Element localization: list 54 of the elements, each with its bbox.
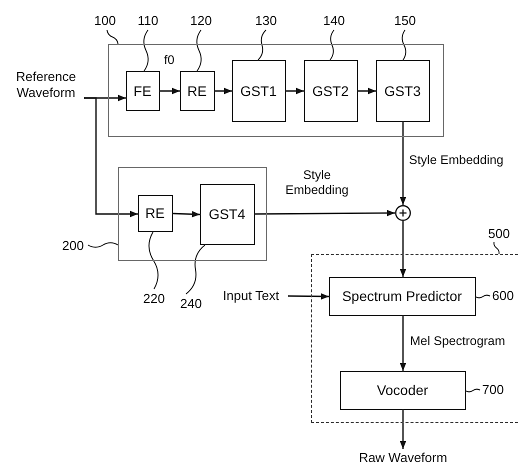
process-box: RE bbox=[180, 70, 214, 110]
process-box: Spectrum Predictor bbox=[328, 276, 476, 316]
arrow bbox=[160, 88, 180, 94]
callout-number: 130 bbox=[251, 10, 281, 30]
process-box: GST2 bbox=[304, 60, 358, 122]
arrow bbox=[358, 88, 376, 94]
arrow bbox=[400, 316, 406, 371]
module-frame bbox=[311, 254, 518, 423]
module-frame bbox=[108, 44, 444, 137]
process-box: GST3 bbox=[376, 60, 430, 122]
arrow bbox=[400, 221, 406, 277]
callout-number: 600 bbox=[490, 286, 516, 304]
callout-number: 150 bbox=[390, 10, 420, 30]
arrow bbox=[400, 122, 406, 205]
module-frame bbox=[118, 167, 267, 261]
arrow bbox=[288, 293, 329, 300]
callout-number: 500 bbox=[484, 224, 514, 242]
callout-number: 120 bbox=[186, 10, 216, 30]
callout-number: 700 bbox=[480, 380, 506, 398]
process-box: FE bbox=[126, 70, 160, 110]
callout-number: 100 bbox=[90, 10, 120, 30]
summing-junction bbox=[395, 205, 411, 221]
arrow bbox=[84, 97, 138, 218]
leader-line bbox=[148, 232, 159, 290]
callout-number: 200 bbox=[58, 236, 88, 254]
callout-number: 220 bbox=[139, 289, 169, 307]
leader-line bbox=[258, 30, 266, 60]
io-label: Raw Waveform bbox=[355, 449, 451, 467]
leader-line bbox=[402, 30, 406, 60]
arrow bbox=[215, 88, 232, 94]
leader-line bbox=[186, 244, 206, 294]
callout-number: 240 bbox=[176, 294, 206, 312]
arrow bbox=[286, 88, 304, 94]
callout-number: 110 bbox=[133, 10, 163, 30]
leader-line bbox=[196, 30, 202, 72]
process-box: GST1 bbox=[232, 60, 286, 122]
leader-line bbox=[493, 242, 500, 254]
arrow bbox=[255, 210, 395, 216]
arrow bbox=[172, 211, 200, 218]
leader-line bbox=[466, 388, 480, 392]
arrow bbox=[400, 410, 406, 449]
callout-number: 140 bbox=[319, 10, 349, 30]
leader-line bbox=[143, 30, 149, 72]
edge-label: Mel Spectrogram bbox=[409, 334, 506, 349]
io-label: Reference Waveform bbox=[8, 68, 84, 102]
edge-label: Style Embedding bbox=[408, 153, 505, 168]
process-box: GST4 bbox=[200, 184, 254, 244]
process-box: Vocoder bbox=[340, 370, 466, 410]
leader-line bbox=[476, 294, 490, 298]
io-label: Input Text bbox=[214, 287, 288, 305]
process-box: RE bbox=[138, 194, 172, 232]
leader-line bbox=[330, 30, 334, 60]
leader-line bbox=[88, 242, 118, 248]
leader-line bbox=[106, 30, 118, 44]
